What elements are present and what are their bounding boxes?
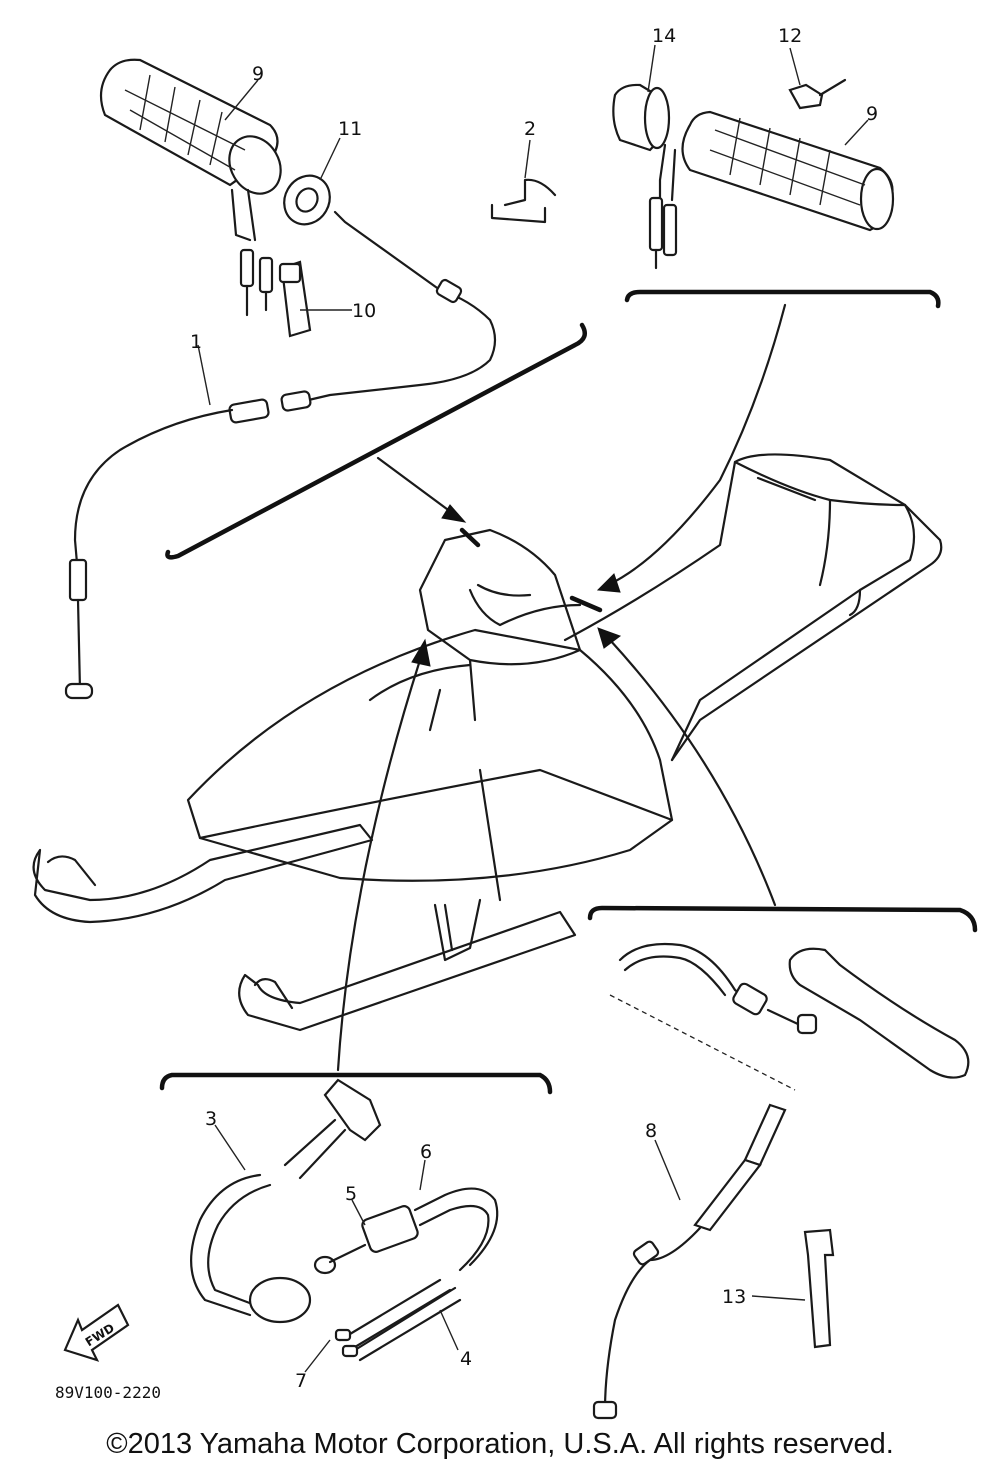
callout-12: 12 bbox=[778, 25, 802, 47]
throttle-switch-assembly bbox=[190, 1078, 499, 1362]
callout-6: 6 bbox=[420, 1141, 432, 1163]
callout-9-right: 9 bbox=[866, 103, 878, 125]
callout-5: 5 bbox=[345, 1183, 357, 1205]
fwd-arrow-icon: FWD bbox=[63, 1303, 130, 1362]
left-handle-grip-assembly bbox=[64, 58, 557, 700]
callout-8: 8 bbox=[645, 1120, 657, 1142]
callout-7: 7 bbox=[295, 1370, 307, 1392]
callout-3: 3 bbox=[205, 1108, 217, 1130]
callout-2: 2 bbox=[524, 118, 536, 140]
callout-11: 11 bbox=[338, 118, 362, 140]
callout-14: 14 bbox=[652, 25, 676, 47]
copyright-notice: ©2013 Yamaha Motor Corporation, U.S.A. A… bbox=[106, 1428, 894, 1460]
reference-code: 89V100-2220 bbox=[55, 1383, 161, 1402]
callout-1: 1 bbox=[190, 331, 202, 353]
callout-9-left: 9 bbox=[252, 63, 264, 85]
callout-13: 13 bbox=[722, 1286, 746, 1308]
leader-lines bbox=[159, 44, 978, 1373]
callout-10: 10 bbox=[352, 300, 376, 322]
callout-4: 4 bbox=[460, 1348, 472, 1370]
snowmobile-body bbox=[32, 453, 943, 1032]
callout-labels: 1 2 3 4 5 6 7 8 9 9 10 11 12 13 14 bbox=[190, 25, 878, 1392]
right-handle-grip-assembly bbox=[612, 78, 895, 270]
brake-lever-assembly bbox=[592, 942, 970, 1420]
